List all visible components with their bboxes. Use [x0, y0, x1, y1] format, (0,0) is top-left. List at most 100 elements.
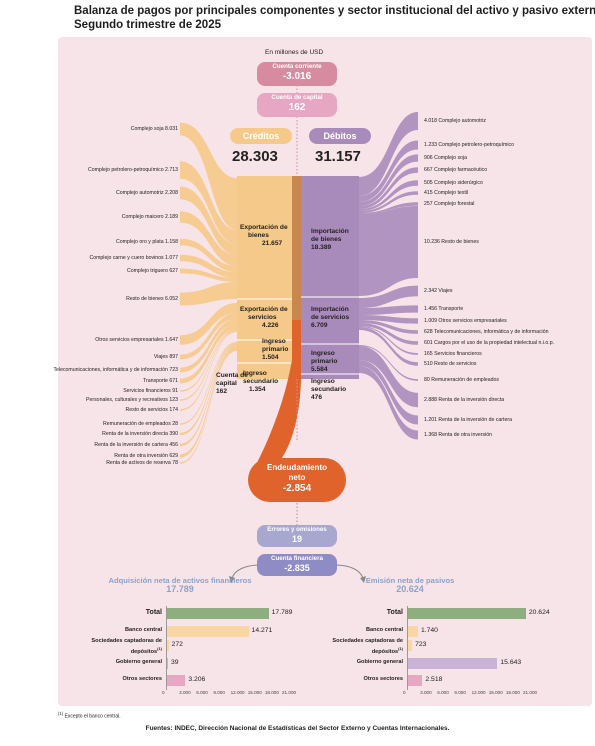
bar	[408, 658, 498, 669]
arrow-right-icon	[334, 564, 364, 579]
credit-flow	[180, 313, 237, 360]
bar-category-label: Otros sectores	[122, 676, 162, 682]
debit-flow	[359, 180, 418, 211]
debit-item-label: 510 Resto de servicios	[424, 361, 477, 367]
credit-flow	[180, 254, 237, 278]
debit-item-label: 4.018 Complejo automotriz	[424, 118, 486, 124]
credit-column	[237, 176, 292, 379]
bar	[167, 675, 186, 686]
errores-omisiones-pill: Errores y omisiones 19	[257, 525, 337, 547]
axis-tick-label: 12.000	[230, 690, 245, 695]
bar	[408, 640, 413, 651]
credit-flow	[180, 122, 237, 230]
credit-item-label: Complejo soja 8.031	[130, 126, 178, 132]
cuenta-financiera-pill: Cuenta financiera -2.835	[257, 554, 337, 576]
debitos-total: 31.157	[315, 148, 361, 165]
credit-item-label: Complejo petrolero-petroquímico 2.713	[88, 167, 178, 173]
bar-category-label: Banco central	[366, 627, 403, 633]
debit-flow	[359, 320, 418, 334]
debit-column	[301, 176, 359, 379]
bar	[408, 675, 423, 686]
page-title: Balanza de pagos por principales compone…	[74, 4, 595, 32]
credit-item-label: Remuneración de empleados 28	[103, 421, 178, 427]
credit-flow	[180, 186, 237, 255]
bar-value-label: 20.624	[528, 609, 550, 616]
credit-item-label: Telecomunicaciones, informática y de inf…	[53, 367, 178, 373]
credit-item-label: Viajes 897	[153, 354, 178, 360]
credit-flow	[180, 238, 237, 272]
bar-axis	[166, 606, 167, 690]
units-label: En millones de USD	[265, 49, 324, 56]
debit-flow	[359, 112, 418, 196]
bar-category-label: Gobierno general	[356, 659, 403, 665]
axis-tick-label: 18.000	[264, 690, 279, 695]
debit-item-label: 601 Cargos por el uso de la propiedad in…	[424, 340, 555, 346]
footnote: (1) Excepto el banco central.	[58, 711, 121, 720]
bar-category-label: Total	[386, 609, 403, 616]
bar	[167, 640, 169, 651]
debit-flow	[359, 346, 418, 408]
debit-item-label: 165 Servicios financieros	[424, 351, 482, 357]
credit-item-label: Renta de otra inversión 629	[114, 453, 178, 459]
debit-item-label: 667 Complejo farmacéutico	[424, 167, 488, 173]
bar-value-label: 39	[171, 659, 179, 666]
separator-column	[292, 176, 301, 379]
cuenta-capital-pill: Cuenta de capital 162	[257, 93, 337, 117]
axis-tick-label: 6.000	[196, 690, 208, 695]
credit-flow	[180, 303, 237, 345]
source-note: Fuentes: INDEC, Dirección Nacional de Es…	[145, 725, 450, 732]
debit-item-label: 2.888 Renta de la inversión directa	[424, 397, 505, 403]
debit-item-label: 415 Complejo textil	[424, 190, 469, 196]
bar-value-label: 3.206	[188, 676, 206, 683]
credit-item-label: Servicios financieros 91	[123, 388, 178, 394]
credit-flow	[180, 161, 237, 244]
credit-item-label: Personales, culturales y recreativos 123	[86, 397, 178, 403]
bar-value-label: 2.518	[425, 676, 443, 683]
debit-flow	[359, 315, 418, 324]
bar-category-label: Gobierno general	[115, 659, 162, 665]
credit-item-label: Complejo carne y cuero bovinos 1.077	[89, 255, 178, 261]
credit-flow	[180, 324, 237, 384]
debit-flow	[359, 167, 418, 209]
axis-tick-label: 9.000	[213, 690, 225, 695]
credit-item-label: Complejo oro y plata 1.158	[116, 239, 178, 245]
bar	[167, 608, 269, 619]
bar-axis	[407, 606, 408, 690]
debit-flow	[359, 202, 418, 214]
credit-flow	[180, 211, 237, 266]
endeudamiento-neto-pill: Endeudamiento neto -2.854	[248, 458, 346, 502]
bar-value-label: 15.643	[500, 659, 522, 666]
bar-value-label: 1.740	[420, 627, 438, 634]
debit-flow	[359, 327, 418, 366]
credit-item-label: Otros servicios empresariales 1.647	[95, 337, 178, 343]
debit-item-label: 1.368 Renta de otra inversión	[424, 432, 493, 438]
creditos-badge: Créditos	[230, 128, 292, 144]
debit-item-label: 257 Complejo forestal	[424, 201, 475, 207]
debit-flow	[359, 206, 418, 296]
debit-flow	[359, 305, 418, 315]
debit-item-label: 906 Complejo soja	[424, 155, 467, 161]
debit-item-label: 80 Remuneración de empleados	[424, 377, 499, 383]
credit-item-label: Resto de bienes 6.052	[126, 296, 178, 302]
credit-item-label: Complejo triguero 627	[126, 268, 178, 274]
creditos-total: 28.303	[232, 148, 278, 165]
debit-item-label: 628 Telecomunicaciones, informática y de…	[424, 329, 549, 335]
bar	[408, 608, 526, 619]
bar-category-label: Total	[145, 609, 162, 616]
bar-category-label: Banco central	[125, 627, 162, 633]
debit-item-label: 1.233 Complejo petrolero-petroquímico	[424, 142, 514, 148]
bar	[167, 658, 168, 669]
cuenta-corriente-pill: Cuenta corriente -3.016	[257, 62, 337, 86]
credit-item-label: Renta de la inversión de cartera 456	[94, 442, 178, 448]
credit-item-label: Transporte 671	[143, 378, 178, 384]
